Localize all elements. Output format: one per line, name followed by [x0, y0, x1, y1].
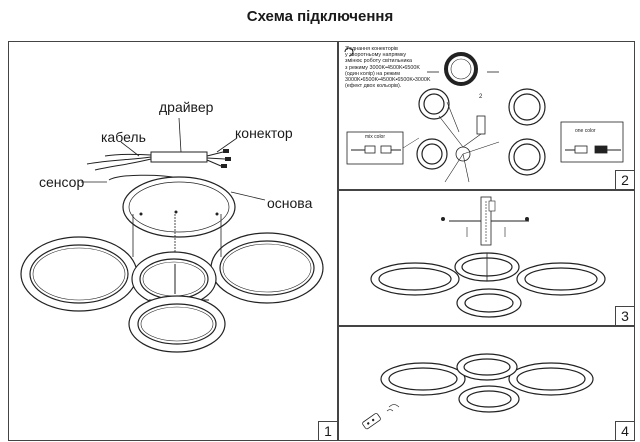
ring-left-top	[418, 88, 450, 120]
ring-right	[508, 362, 594, 396]
label-cable: кабель	[101, 129, 146, 145]
panel-number-1: 1	[318, 421, 337, 440]
step-label: 2	[479, 94, 483, 100]
ring-left-bottom	[416, 138, 448, 170]
note-line: у зворотньому напрямку	[345, 52, 407, 59]
panel-4-assembled-with-remote: 4	[338, 326, 635, 441]
rotate-icon	[344, 47, 354, 57]
label-driver: драйвер	[159, 99, 214, 115]
ring-right	[516, 262, 606, 296]
ring-front	[458, 385, 520, 413]
note-line: 3000K•6500K•4500K•6500K•3000K	[345, 77, 431, 84]
ring-center	[456, 353, 518, 381]
panel-2-connector-modes: З'єднання конекторів у зворотньому напря…	[338, 41, 635, 190]
panel-number-3: 3	[615, 306, 634, 325]
note-line: змінює роботу світильника	[345, 58, 412, 65]
connector-mode-diagram: 2 mix color one color	[344, 47, 624, 183]
panel-number-2: 2	[615, 170, 634, 189]
ring-front	[128, 295, 226, 353]
label-sensor: сенсор	[39, 174, 84, 190]
ring-right	[210, 232, 324, 304]
mounting-diagram	[370, 196, 606, 318]
page-title: Схема підключення	[246, 8, 394, 25]
mix-color-label: mix color	[365, 134, 385, 140]
one-color-box	[560, 121, 624, 163]
note-line: (один колір) на режим	[345, 70, 400, 77]
remote-control-icon	[362, 413, 381, 430]
exploded-lamp-diagram: драйвер кабель конектор сенсор основа	[20, 99, 324, 353]
base-plate	[122, 176, 236, 238]
ring-left	[370, 262, 460, 296]
connector-note: З'єднання конекторів у зворотньому напря…	[345, 46, 441, 89]
ring-top-dark	[444, 52, 478, 86]
ring-front	[456, 288, 522, 318]
panel-number-4: 4	[615, 421, 634, 440]
one-color-label: one color	[575, 128, 596, 134]
note-line: з режиму 3000K•4500K•6500K	[345, 64, 421, 71]
note-line: З'єднання конекторів	[345, 46, 398, 52]
ring-left	[380, 362, 466, 396]
label-connector: конектор	[235, 125, 293, 141]
panel-1-exploded-view: драйвер кабель конектор сенсор основа 1	[8, 41, 338, 441]
assembled-diagram	[362, 353, 594, 430]
ring-right-bottom	[508, 138, 546, 176]
panel-3-mounting: 3	[338, 190, 635, 326]
label-base: основа	[267, 195, 313, 211]
driver-box	[150, 151, 208, 163]
note-line: (ефект двох кольорів).	[345, 83, 402, 90]
ring-right-top	[508, 88, 546, 126]
